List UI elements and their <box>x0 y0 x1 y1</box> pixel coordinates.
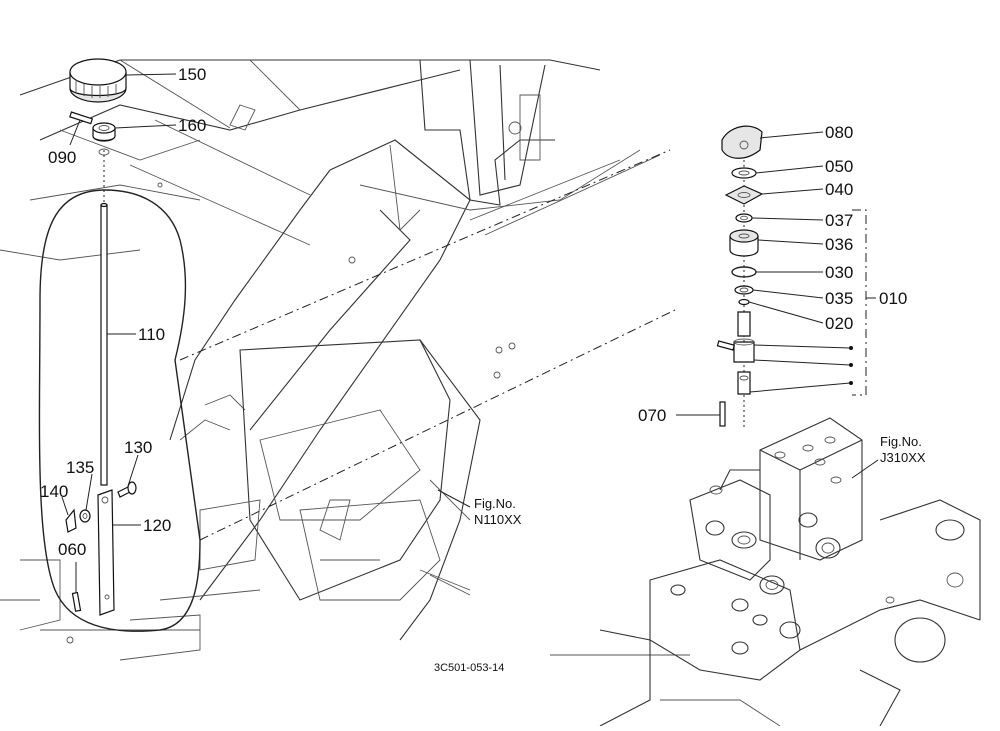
callout-036: 036 <box>825 235 853 254</box>
callout-020: 020 <box>825 314 853 333</box>
fig-ref-n110-code: N110XX <box>474 512 522 527</box>
cam-080 <box>721 125 763 159</box>
leader-n110 <box>437 489 471 508</box>
leader-020 <box>748 301 824 324</box>
fig-ref-n110-title: Fig.No. <box>474 496 516 511</box>
detail-bubble <box>38 189 201 632</box>
callout-010: 010 <box>879 289 907 308</box>
leader-140 <box>61 496 69 516</box>
reference-line-right <box>199 309 676 541</box>
bolt-130 <box>117 481 137 498</box>
pin-060 <box>71 591 82 612</box>
leader-035 <box>752 289 824 299</box>
callout-040: 040 <box>825 180 853 199</box>
callout-130: 130 <box>124 438 152 457</box>
callout-070: 070 <box>638 406 666 425</box>
pin-070 <box>719 401 726 427</box>
leader-040 <box>761 188 824 195</box>
leader-080 <box>759 131 824 139</box>
drawing-code: 3C501-053-14 <box>434 662 504 674</box>
callout-060: 060 <box>58 540 86 559</box>
callout-035: 035 <box>825 289 853 308</box>
leader-135 <box>85 473 93 511</box>
leader-130 <box>127 454 139 487</box>
spool-parts <box>716 311 755 395</box>
callout-030: 030 <box>825 263 853 282</box>
valve-body-drawing <box>599 417 981 727</box>
bracket-010 <box>852 209 867 396</box>
bullet-1 <box>849 346 853 350</box>
washer-135 <box>79 509 91 523</box>
fig-ref-j310-code: J310XX <box>880 450 926 465</box>
fig-ref-j310-title: Fig.No. <box>880 434 922 449</box>
callout-037: 037 <box>825 211 853 230</box>
bullet-2 <box>849 363 853 367</box>
bracket-120 <box>97 489 115 616</box>
callout-150: 150 <box>178 65 206 84</box>
rod-110 <box>100 202 108 486</box>
washer-035 <box>734 285 754 295</box>
plate-040 <box>724 185 764 205</box>
callout-135: 135 <box>66 458 94 477</box>
callout-080: 080 <box>825 123 853 142</box>
ring-020 <box>738 298 750 306</box>
leader-j310 <box>851 459 879 479</box>
leader-spool-2 <box>753 359 851 366</box>
nut-036 <box>729 229 759 257</box>
knob-150 <box>69 58 127 103</box>
callout-050: 050 <box>825 157 853 176</box>
leader-spool-3 <box>749 382 851 393</box>
leader-037 <box>751 217 824 221</box>
leader-050 <box>755 165 824 174</box>
leader-090 <box>69 119 81 146</box>
clip-140 <box>65 508 77 533</box>
collar-160 <box>92 122 116 142</box>
callout-110: 110 <box>138 325 165 344</box>
reference-line-left <box>179 149 671 361</box>
callout-160: 160 <box>178 116 206 135</box>
leader-spool-1 <box>753 344 851 349</box>
callout-140: 140 <box>40 482 68 501</box>
leader-150 <box>125 73 177 76</box>
leader-036 <box>757 239 824 245</box>
washer-050 <box>731 167 757 179</box>
ring-037 <box>735 213 753 223</box>
callout-090: 090 <box>48 148 76 167</box>
bullet-3 <box>849 381 853 385</box>
leader-160 <box>114 124 177 129</box>
callout-120: 120 <box>143 516 171 535</box>
